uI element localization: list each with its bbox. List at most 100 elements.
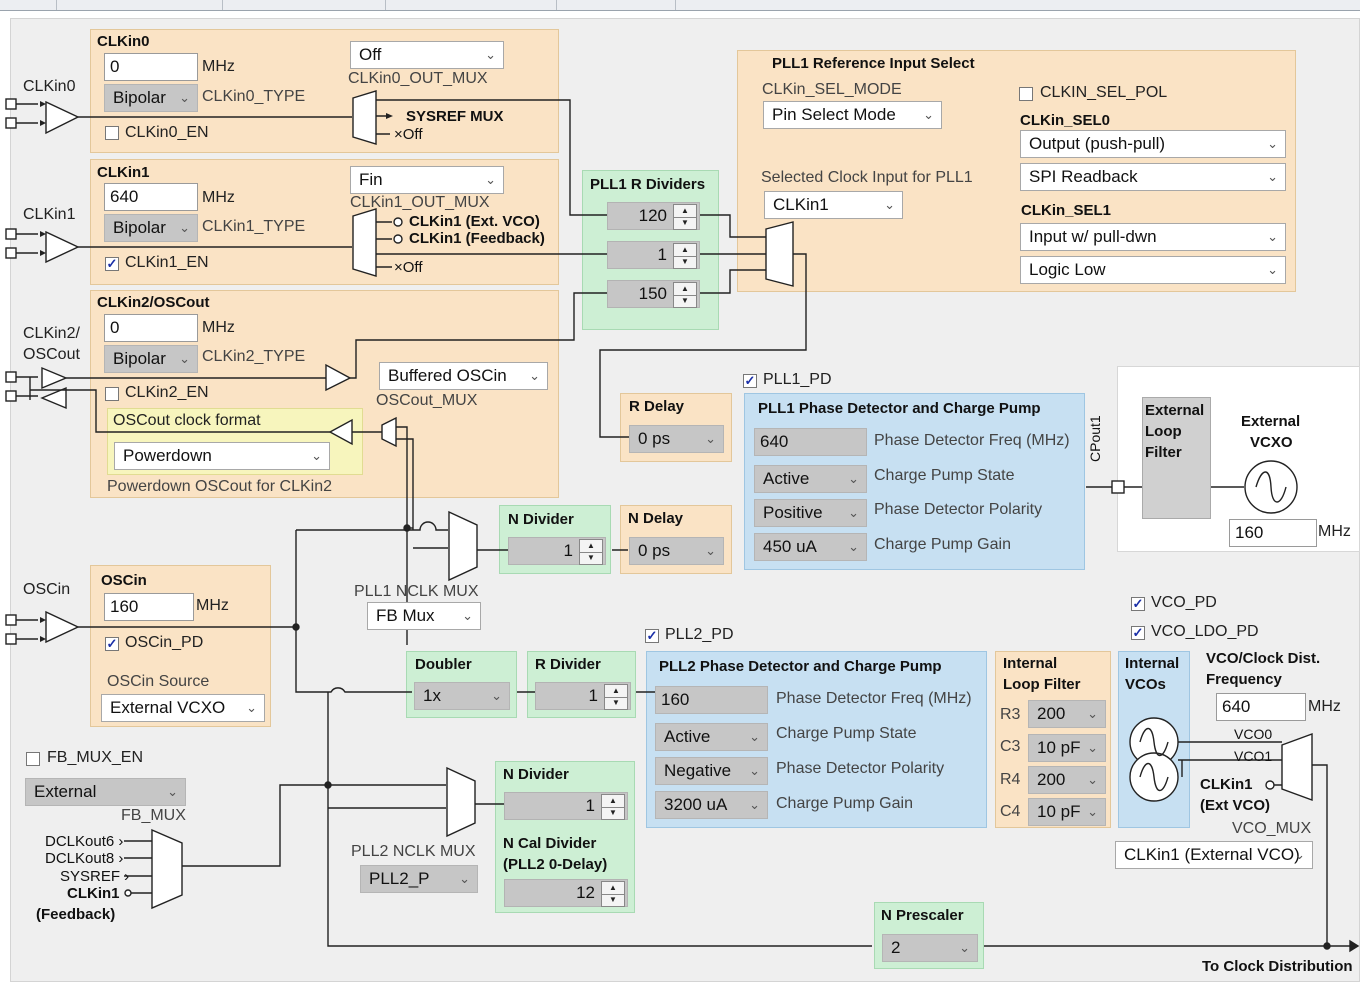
vcxo-freq-input[interactable]: 160 [1229,519,1317,547]
chevron-down-icon: ⌄ [923,107,934,122]
selected-clock-input-select[interactable]: CLKin1⌄ [764,191,903,219]
clkin1-type-select[interactable]: Bipolar⌄ [104,214,198,242]
ref-select-title: PLL1 Reference Input Select [772,55,975,72]
pll1-r-divider-1[interactable]: 1▲▼ [607,241,700,269]
clkin2-freq-input[interactable]: 0 [104,314,198,342]
oscout-mux-label: OSCout_MUX [376,392,478,409]
pll1-pd-checkbox[interactable]: ✓ [743,373,757,388]
pll2-pdf-label: Phase Detector Freq (MHz) [776,690,972,707]
chevron-down-icon: ⌄ [459,871,470,886]
ext-lf-title-1: External [1145,402,1205,419]
oscin-pd-label: OSCin_PD [125,634,204,651]
ncal-title-2: (PLL2 0-Delay) [503,856,608,873]
fb-mux-select[interactable]: External⌄ [25,778,186,806]
c3-label: C3 [1000,738,1021,755]
pll1-pd-polarity-label: Phase Detector Polarity [874,501,1043,518]
oscin-source-label: OSCin Source [107,673,210,690]
ext-vcxo-title-2: VCXO [1250,434,1293,451]
n-delay-select[interactable]: 0 ps⌄ [629,537,724,565]
oscout-mux-select[interactable]: Buffered OSCin⌄ [379,362,548,390]
external-loop-filter-box [1142,397,1211,519]
spinner-buttons[interactable]: ▲▼ [673,204,697,230]
n-divider2-title: N Divider [503,766,569,783]
vco-mux-select[interactable]: CLKin1 (External VCO)⌄ [1115,841,1313,869]
oscin-source-select[interactable]: External VCXO⌄ [101,694,265,722]
chevron-down-icon: ⌄ [1267,136,1278,151]
chevron-down-icon: ⌄ [705,431,716,446]
vco-ldo-pd-checkbox[interactable]: ✓ [1131,625,1145,640]
spinner-buttons[interactable]: ▲▼ [579,539,603,565]
oscin-side-label: OSCin [23,581,71,598]
pll2-cp-state-select[interactable]: Active⌄ [655,723,768,751]
clkin0-freq-input[interactable]: 0 [104,53,198,81]
chevron-down-icon: ⌄ [848,471,859,486]
r-divider2-title: R Divider [535,656,601,673]
clkin0-en-checkbox[interactable] [105,126,119,140]
fb-mux-en-checkbox[interactable] [26,752,40,766]
spinner-buttons[interactable]: ▲▼ [604,684,628,710]
vco-freq-title-2: Frequency [1206,671,1282,688]
chevron-down-icon: ⌄ [1087,740,1098,755]
pll2-cp-gain-select[interactable]: 3200 uA⌄ [655,791,768,819]
clkin2-type-label: CLKin2_TYPE [202,348,306,365]
pll1-nclk-mux-label: PLL1 NCLK MUX [354,583,479,600]
r-delay-select[interactable]: 0 ps⌄ [629,425,724,453]
r3-select[interactable]: 200⌄ [1028,700,1106,728]
r4-select[interactable]: 200⌄ [1028,766,1106,794]
clkin1-freq-input[interactable]: 640 [104,183,198,211]
oscin-freq-input[interactable]: 160 [104,593,194,621]
pll1-cp-state-label: Charge Pump State [874,467,1015,484]
pll1-nclk-mux-select[interactable]: FB Mux⌄ [367,602,481,630]
c4-label: C4 [1000,803,1021,820]
clkin0-out-mux-label: CLKin0_OUT_MUX [348,70,488,87]
clkin1-en-checkbox[interactable]: ✓ [105,256,119,271]
c4-select[interactable]: 10 pF⌄ [1028,798,1106,826]
spinner-buttons[interactable]: ▲▼ [673,243,697,269]
doubler-select[interactable]: 1x⌄ [414,682,510,710]
clkin-sel0-mux-select[interactable]: SPI Readback⌄ [1020,163,1286,191]
chevron-down-icon: ⌄ [749,729,760,744]
clkin0-type-select[interactable]: Bipolar⌄ [104,84,198,112]
vcxo-freq-unit: MHz [1318,523,1351,540]
spinner-buttons[interactable]: ▲▼ [601,881,625,907]
pll1-r-divider-2[interactable]: 150▲▼ [607,280,700,308]
clkin-sel0-type-select[interactable]: Output (push-pull)⌄ [1020,130,1286,158]
clkin0-en-label: CLKin0_EN [125,124,209,141]
chevron-down-icon: ⌄ [485,47,496,62]
pll2-pd-polarity-select[interactable]: Negative⌄ [655,757,768,785]
pll1-cp-gain-select[interactable]: 450 uA⌄ [754,533,867,561]
clkin-sel-pol-checkbox[interactable] [1019,87,1033,101]
clkin1-out-mux-select[interactable]: Fin⌄ [350,166,504,194]
fb-mux-en-label: FB_MUX_EN [47,749,144,766]
chevron-down-icon: ⌄ [167,784,178,799]
clkin2-type-select[interactable]: Bipolar⌄ [104,345,198,373]
c3-select[interactable]: 10 pF⌄ [1028,734,1106,762]
clkin0-out-mux-select[interactable]: Off⌄ [350,41,504,69]
vco-pd-checkbox[interactable]: ✓ [1131,596,1145,611]
pll2-cp-gain-label: Charge Pump Gain [776,795,913,812]
pll1-cp-state-select[interactable]: Active⌄ [754,465,867,493]
pll1-pd-polarity-select[interactable]: Positive⌄ [754,499,867,527]
clkin2-en-checkbox[interactable] [105,387,119,401]
r-divider2-spinner[interactable]: 1▲▼ [535,682,631,710]
oscout-format-select[interactable]: Powerdown⌄ [114,442,330,470]
pll2-nclk-mux-select[interactable]: PLL2_P⌄ [360,865,478,893]
pll1-r-divider-0[interactable]: 120▲▼ [607,202,700,230]
n-prescaler-select[interactable]: 2⌄ [882,934,978,962]
clkin-sel1-mux-select[interactable]: Logic Low⌄ [1020,256,1286,284]
pll2-pd-checkbox[interactable]: ✓ [645,628,659,643]
spinner-buttons[interactable]: ▲▼ [673,282,697,308]
n-divider2-spinner[interactable]: 1▲▼ [504,792,628,820]
pll2-pd-polarity-label: Phase Detector Polarity [776,760,945,777]
clkin-sel-mode-select[interactable]: Pin Select Mode⌄ [763,101,942,129]
n-divider1-spinner[interactable]: 1▲▼ [508,537,606,565]
clkin-sel0-label: CLKin_SEL0 [1020,112,1111,129]
oscin-pd-checkbox[interactable]: ✓ [105,636,119,651]
clkin-sel1-label: CLKin_SEL1 [1021,202,1112,219]
clkin-sel1-type-select[interactable]: Input w/ pull-dwn⌄ [1020,223,1286,251]
spinner-buttons[interactable]: ▲▼ [601,794,625,820]
ncal-divider-spinner[interactable]: 12▲▼ [504,879,628,907]
oscout-powerdown-note: Powerdown OSCout for CLKin2 [107,478,332,495]
vco-freq-input[interactable]: 640 [1216,693,1306,721]
